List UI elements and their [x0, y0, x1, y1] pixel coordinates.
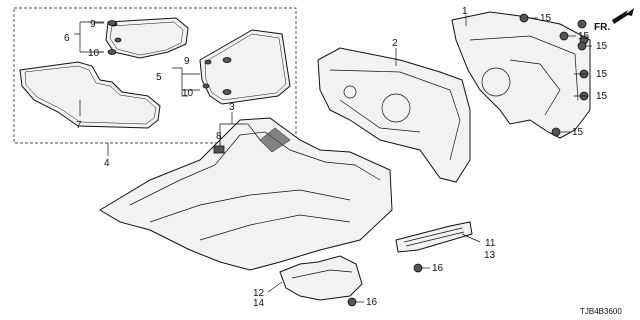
clip-icon — [413, 263, 423, 273]
direction-label: FR. — [594, 22, 610, 33]
callout-16-a: 16 — [432, 263, 444, 274]
foot-rest-pad[interactable] — [279, 255, 363, 301]
callout-13: 13 — [484, 250, 496, 261]
front-direction-indicator: FR. — [594, 8, 634, 33]
diagram-code: TJB4B3600 — [580, 307, 622, 316]
callout-15-e: 15 — [596, 91, 608, 102]
callout-16-b: 16 — [366, 297, 378, 308]
callout-4: 4 — [104, 158, 110, 169]
callout-7: 7 — [76, 120, 82, 131]
callout-9-lower: 9 — [184, 56, 190, 67]
callout-15-c: 15 — [596, 41, 608, 52]
dashboard-insulator[interactable] — [317, 47, 471, 183]
mat-clip — [114, 37, 122, 43]
callout-11: 11 — [485, 238, 496, 249]
front-floor-mat-right[interactable] — [105, 17, 189, 59]
front-floor-mat-left[interactable] — [199, 29, 291, 105]
callout-9-upper: 9 — [90, 19, 96, 30]
mat-hook-icon — [222, 57, 232, 63]
leader-lines — [74, 15, 592, 303]
callout-5: 5 — [156, 72, 162, 83]
rear-floor-mat[interactable] — [19, 61, 161, 129]
callout-15-d: 15 — [596, 69, 608, 80]
mat-grommet-icon — [222, 89, 232, 95]
floor-mat-group-box — [13, 7, 297, 144]
callout-3: 3 — [229, 102, 235, 113]
callout-6: 6 — [64, 33, 70, 44]
callout-10-lower: 10 — [182, 88, 194, 99]
front-arrow-icon — [612, 8, 634, 24]
callout-14: 14 — [253, 298, 265, 309]
rear-heel-pad[interactable] — [395, 221, 473, 253]
clip-icon — [347, 297, 357, 307]
mat-clip — [204, 59, 212, 65]
mat-clip — [202, 83, 210, 89]
carpet-clip[interactable] — [213, 145, 225, 154]
mat-grommet-icon — [107, 49, 117, 55]
callout-2: 2 — [392, 38, 398, 49]
dashboard-lower-insulator[interactable] — [451, 11, 591, 139]
callout-1: 1 — [462, 6, 468, 17]
mat-hook-icon — [107, 20, 117, 26]
callout-8: 8 — [216, 131, 222, 142]
callout-15-b: 15 — [578, 31, 590, 42]
callout-12: 12 — [253, 288, 265, 299]
callout-15-a: 15 — [540, 13, 552, 24]
callout-10-upper: 10 — [88, 48, 100, 59]
floor-carpet[interactable] — [99, 117, 393, 271]
callout-15-f: 15 — [572, 127, 584, 138]
